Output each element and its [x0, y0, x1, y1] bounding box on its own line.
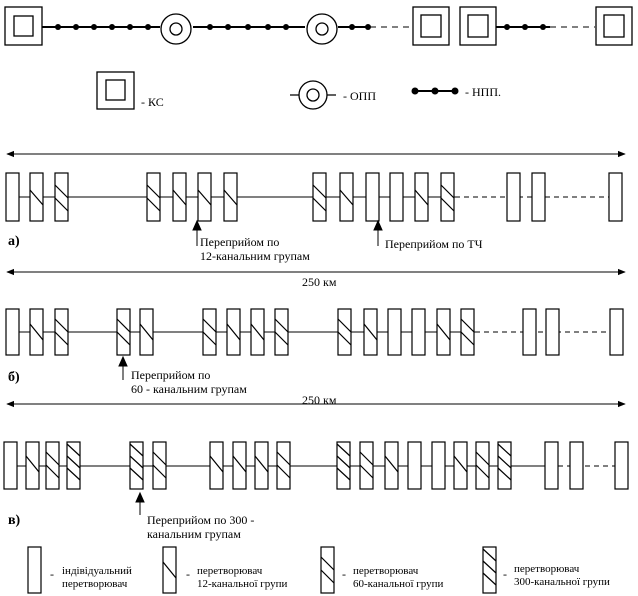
legend-individual-line2: перетворювач [62, 578, 128, 590]
scheme-b-note-line1: Переприйом по [131, 368, 211, 382]
legend-opp-label: - ОПП [343, 89, 376, 103]
legend-60ch-line1: перетворювач [353, 565, 419, 577]
legend-npp-label: - НПП. [465, 85, 501, 99]
legend-npp-icon [411, 87, 459, 95]
legend-individual-dash: - [50, 567, 54, 581]
scheme-a-converters [5, 172, 623, 222]
legend-300-channel-converter-icon [482, 546, 497, 594]
legend-12ch-line2: 12-канальної групи [197, 578, 288, 590]
legend-300ch-line1: перетворювач [514, 563, 580, 575]
scheme-a-note-12ch-line2: 12-канальним групам [200, 249, 310, 263]
scheme-a-note-12ch-line1: Переприйом по [200, 235, 280, 249]
scheme-c-converters [3, 441, 629, 490]
scheme-b-pointer [118, 355, 128, 380]
legend-300ch-dash: - [503, 567, 507, 581]
scheme-a-note-tch: Переприйом по ТЧ [385, 237, 483, 251]
legend-individual-converter-icon [27, 546, 42, 594]
scheme-c-label: в) [8, 513, 21, 528]
top-ks-stations [4, 6, 633, 46]
legend-12ch-line1: перетворювач [197, 565, 263, 577]
scheme-a-distance: 250 км [302, 275, 337, 289]
scheme-b-label: б) [8, 370, 20, 385]
legend-60ch-dash: - [342, 567, 346, 581]
legend-12ch-dash: - [186, 567, 190, 581]
top-npp-dots [55, 24, 546, 30]
legend-60-channel-converter-icon [320, 546, 335, 594]
legend-12-channel-converter-icon [162, 546, 177, 594]
scheme-a-label: а) [8, 234, 20, 249]
legend-300ch-line2: 300-канальної групи [514, 576, 610, 588]
scheme-b-note-line2: 60 - канальним групам [131, 382, 247, 396]
legend-ks-label: - КС [141, 95, 164, 109]
scheme-b-distance: 250 км [302, 393, 337, 407]
scheme-a-pointers [192, 219, 383, 246]
scheme-c-note-line2: канальним групам [147, 527, 241, 541]
legend-ks-icon [96, 71, 135, 110]
scheme-b-converters [5, 308, 624, 356]
legend-60ch-line2: 60-канальної групи [353, 578, 444, 590]
top-opp-stations [160, 13, 338, 45]
scheme-c-pointer [135, 491, 145, 515]
legend-opp-icon [290, 80, 336, 110]
scheme-c-note-line1: Переприйом по 300 - [147, 513, 255, 527]
legend-individual-line1: індівідуальний [62, 565, 132, 577]
